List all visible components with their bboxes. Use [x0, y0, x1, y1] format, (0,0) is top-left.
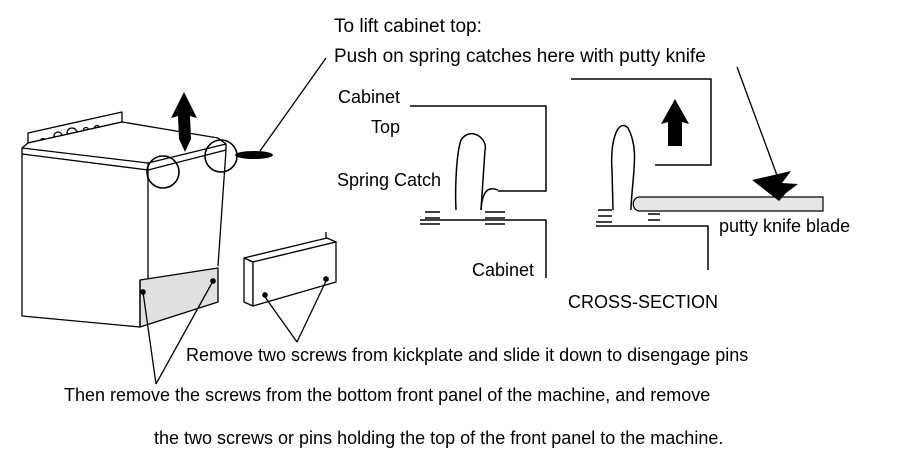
putty-knife-icon [235, 151, 273, 159]
pointer-arrow-icon [752, 171, 798, 201]
up-arrow-icon [661, 99, 689, 146]
putty-knife-blade-label: putty knife blade [719, 216, 850, 236]
pointer-line-to-catch [259, 57, 327, 152]
cabinet-top-label-line2: Top [371, 117, 400, 137]
remove-kickplate-instruction: Remove two screws from kickplate and sli… [186, 345, 748, 365]
lift-top-instruction-line2: Push on spring catches here with putty k… [334, 46, 706, 67]
front-panel-instruction-line2: the two screws or pins holding the top o… [154, 428, 723, 448]
front-panel-instruction-line1: Then remove the screws from the bottom f… [64, 385, 710, 405]
lift-top-instruction-line1: To lift cabinet top: [334, 16, 482, 37]
kickplate-illustration [243, 232, 337, 307]
screw-pointer-lines [142, 280, 327, 385]
cabinet-top-label-line1: Cabinet [338, 87, 400, 107]
up-arrow-icon [171, 92, 197, 152]
pointer-line-to-blade [736, 66, 779, 179]
cabinet-label: Cabinet [472, 260, 534, 280]
washer-illustration [21, 111, 238, 328]
cross-section-caption: CROSS-SECTION [568, 292, 718, 312]
cross-section-closed [410, 105, 547, 278]
putty-knife-blade [632, 196, 824, 212]
cross-section-lifted [571, 78, 712, 270]
spring-catch-label: Spring Catch [337, 170, 441, 190]
